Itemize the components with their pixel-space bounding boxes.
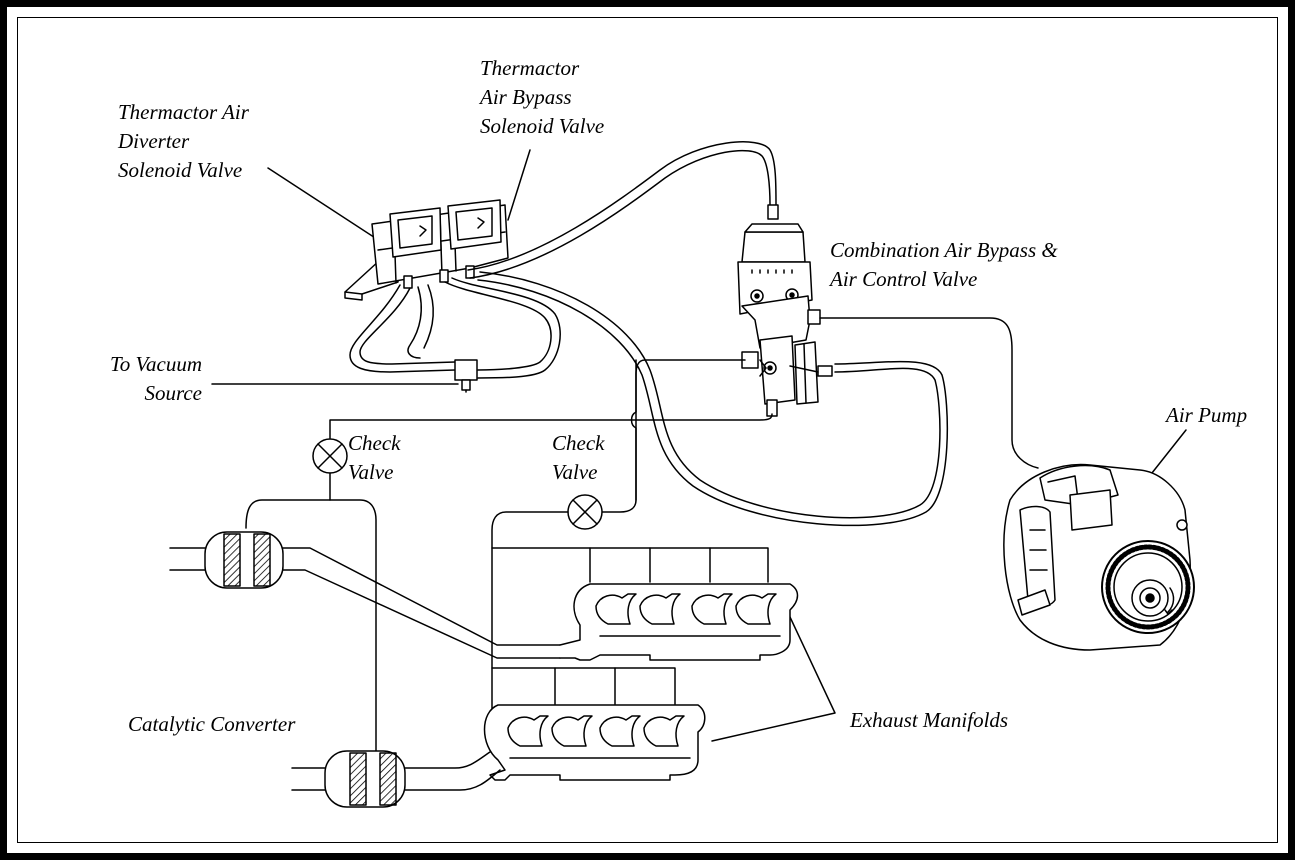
label-vacuum-line-1: To Vacuum [70, 350, 202, 379]
diverter-to-manifold-hose-inner [478, 280, 947, 525]
label-bypass-solenoid: Thermactor Air Bypass Solenoid Valve [480, 54, 604, 141]
label-check-left-line-2: Valve [348, 458, 400, 487]
label-bypass-line-3: Solenoid Valve [480, 112, 604, 141]
check-left-branch [246, 473, 330, 528]
label-bypass-line-1: Thermactor [480, 54, 604, 83]
label-catalytic-converter: Catalytic Converter [128, 710, 295, 739]
label-combination-line-2: Air Control Valve [830, 265, 1058, 294]
label-combination-valve: Combination Air Bypass & Air Control Val… [830, 236, 1058, 294]
check-left-down [330, 500, 376, 780]
label-bypass-line-2: Air Bypass [480, 83, 604, 112]
air-pump [1004, 465, 1194, 650]
exhaust-manifold-lower [485, 668, 705, 780]
bypass-signal-hose-inner [470, 151, 770, 278]
exhaust-manifold-upper [492, 548, 798, 660]
leader-bypass [508, 150, 530, 220]
label-vacuum-line-2: Source [70, 379, 202, 408]
solenoid-valve-assembly [345, 200, 508, 300]
label-exhaust-manifolds: Exhaust Manifolds [850, 706, 1008, 735]
leader-air-pump [1148, 430, 1186, 478]
check-valve-mid [568, 495, 602, 529]
catalytic-converter-upper [170, 532, 560, 658]
catalytic-converter-lower [292, 751, 500, 807]
label-diverter-line-3: Solenoid Valve [118, 156, 249, 185]
bypass-signal-hose [468, 142, 776, 270]
label-catalytic-text: Catalytic Converter [128, 710, 295, 739]
label-check-valve-mid: Check Valve [552, 429, 604, 487]
label-check-mid-line-1: Check [552, 429, 604, 458]
label-diverter-solenoid: Thermactor Air Diverter Solenoid Valve [118, 98, 249, 185]
check-mid-down [492, 512, 568, 722]
label-exhaust-text: Exhaust Manifolds [850, 706, 1008, 735]
air-line-mid [600, 360, 745, 512]
label-combination-line-1: Combination Air Bypass & [830, 236, 1058, 265]
leader-diverter [268, 168, 383, 243]
pump-supply-hose [820, 318, 1038, 468]
label-check-left-line-1: Check [348, 429, 400, 458]
label-air-pump: Air Pump [1166, 401, 1247, 430]
label-vacuum-source: To Vacuum Source [70, 350, 202, 408]
combination-valve [738, 224, 832, 416]
label-air-pump-text: Air Pump [1166, 401, 1247, 430]
label-check-valve-left: Check Valve [348, 429, 400, 487]
vacuum-hoses [350, 278, 560, 392]
label-check-mid-line-2: Valve [552, 458, 604, 487]
label-diverter-line-2: Diverter [118, 127, 249, 156]
label-diverter-line-1: Thermactor Air [118, 98, 249, 127]
check-valve-left [313, 439, 347, 473]
